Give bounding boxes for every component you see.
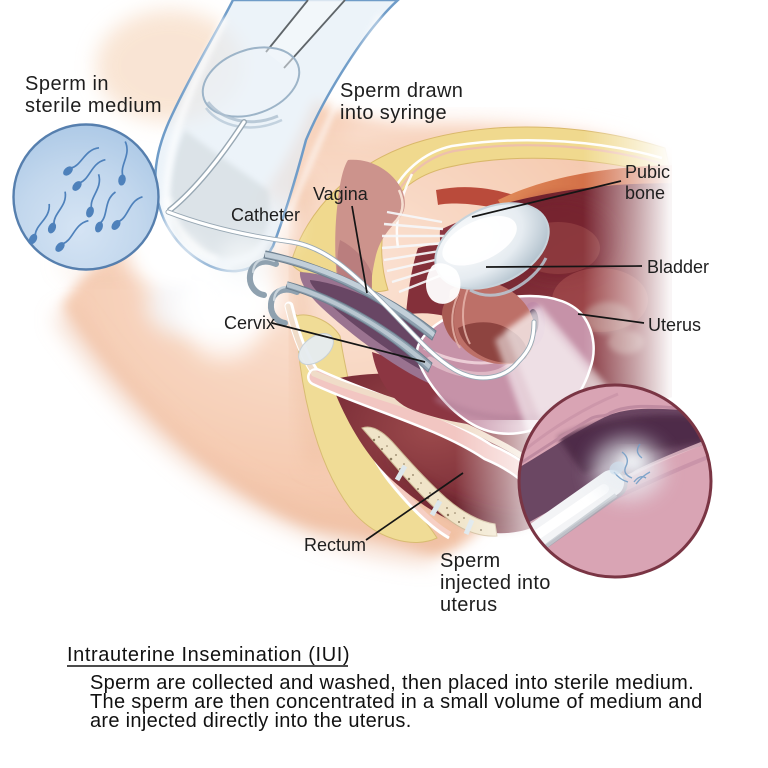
svg-text:sterile medium: sterile medium bbox=[25, 95, 162, 117]
svg-text:Cervix: Cervix bbox=[224, 313, 275, 333]
svg-text:Sperm drawn: Sperm drawn bbox=[340, 80, 463, 102]
svg-text:Pubic: Pubic bbox=[625, 162, 670, 182]
svg-text:are injected directly into the: are injected directly into the uterus. bbox=[90, 710, 412, 732]
svg-text:bone: bone bbox=[625, 183, 665, 203]
svg-text:Rectum: Rectum bbox=[304, 535, 366, 555]
svg-text:Bladder: Bladder bbox=[647, 257, 709, 277]
svg-text:The sperm are then concentrate: The sperm are then concentrated in a sma… bbox=[90, 691, 703, 713]
svg-text:Sperm are collected and washed: Sperm are collected and washed, then pla… bbox=[90, 672, 694, 694]
svg-text:Uterus: Uterus bbox=[648, 315, 701, 335]
svg-text:Vagina: Vagina bbox=[313, 184, 369, 204]
svg-text:Catheter: Catheter bbox=[231, 205, 300, 225]
svg-text:Sperm in: Sperm in bbox=[25, 73, 109, 95]
svg-text:into syringe: into syringe bbox=[340, 102, 447, 124]
svg-text:injected into: injected into bbox=[440, 572, 551, 594]
svg-text:Intrauterine Insemination (IUI: Intrauterine Insemination (IUI) bbox=[67, 644, 350, 666]
svg-text:uterus: uterus bbox=[440, 594, 497, 616]
svg-text:Sperm: Sperm bbox=[440, 550, 500, 572]
